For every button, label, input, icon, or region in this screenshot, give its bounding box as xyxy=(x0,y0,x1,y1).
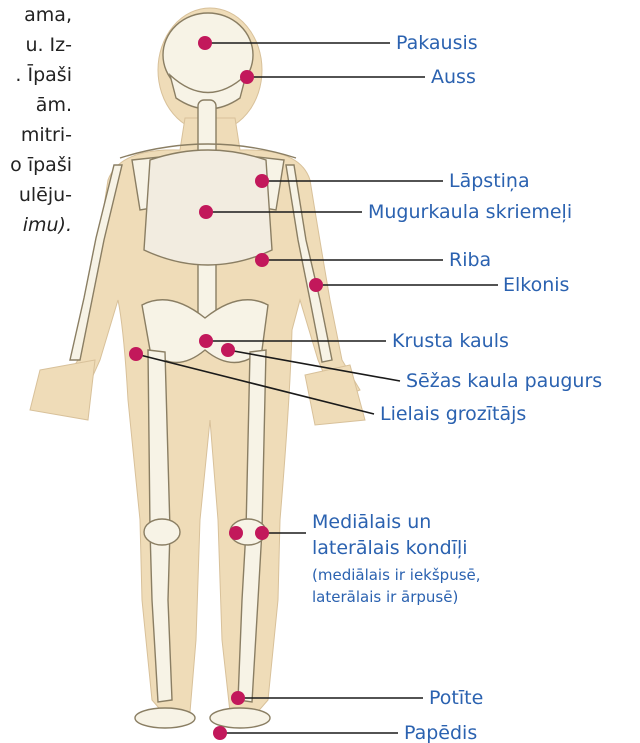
label-mugurkaula: Mugurkaula skriemeļi xyxy=(368,201,572,223)
label-elkonis: Elkonis xyxy=(503,274,569,296)
marker-lapstina xyxy=(255,174,269,188)
label-lielais: Lielais grozītājs xyxy=(380,403,526,425)
label-pakausis: Pakausis xyxy=(396,32,478,54)
label-krusta: Krusta kauls xyxy=(392,330,509,352)
marker-riba xyxy=(255,253,269,267)
right-hand-silhouette xyxy=(305,365,365,425)
label-lapstina: Lāpstiņa xyxy=(449,170,530,192)
label-kondili-line2: laterālais kondīļi xyxy=(312,537,468,559)
marker-lielais xyxy=(129,347,143,361)
marker-mugurkaula xyxy=(199,205,213,219)
label-sezas: Sēžas kaula paugurs xyxy=(406,370,602,392)
marker-elkonis xyxy=(309,278,323,292)
left-knee xyxy=(144,519,180,545)
label-kondili-line1: Mediālais un xyxy=(312,511,431,533)
marker-krusta xyxy=(199,334,213,348)
marker-sezas xyxy=(221,343,235,357)
label-papedis: Papēdis xyxy=(404,722,477,743)
label-kondili-note1: (mediālais ir iekšpusē, xyxy=(312,566,481,584)
marker-potite xyxy=(231,691,245,705)
marker-kondils-1 xyxy=(229,526,243,540)
marker-papedis xyxy=(213,726,227,740)
marker-pakausis xyxy=(198,36,212,50)
label-kondili-note2: laterālais ir ārpusē) xyxy=(312,588,458,606)
left-hand-silhouette xyxy=(30,360,95,420)
right-foot xyxy=(210,708,270,728)
marker-auss xyxy=(240,70,254,84)
label-auss: Auss xyxy=(431,66,476,88)
label-potite: Potīte xyxy=(429,687,483,709)
left-foot xyxy=(135,708,195,728)
label-riba: Riba xyxy=(449,249,491,271)
marker-kondils-2 xyxy=(255,526,269,540)
